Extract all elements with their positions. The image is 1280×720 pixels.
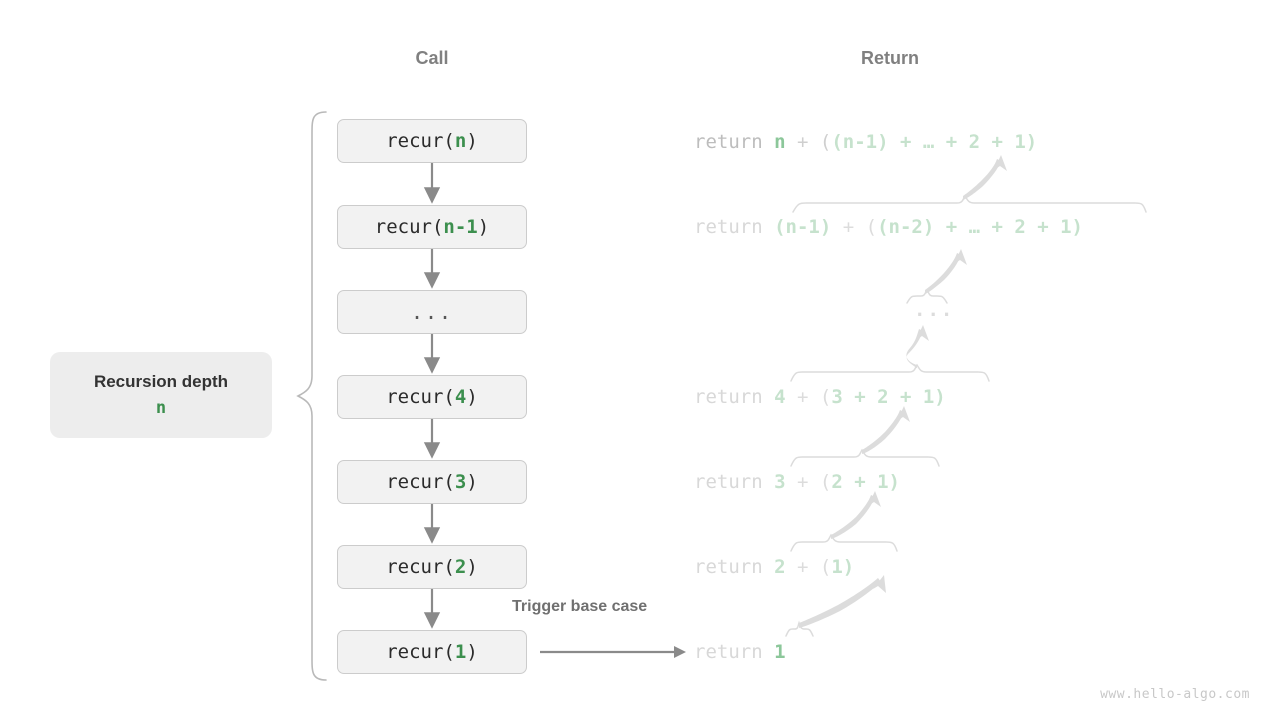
return-arrow-4-head xyxy=(897,406,910,422)
return-line-n-1: return (n-1) + ((n-2) + … + 2 + 1) xyxy=(694,216,1083,238)
recursion-depth-brace xyxy=(296,111,327,681)
trigger-base-case-arrow xyxy=(540,646,686,658)
return-line-4: return 4 + (3 + 2 + 1) xyxy=(694,386,946,408)
call-box-recur-2[interactable]: recur(2) xyxy=(337,545,527,589)
return-arrow-6-head xyxy=(873,575,886,593)
return-arrow-3-head xyxy=(916,325,929,341)
recursion-depth-value: n xyxy=(155,398,167,418)
return-arrow-5 xyxy=(831,495,875,539)
return-arrow-4 xyxy=(862,410,904,454)
return-brace-2 xyxy=(790,533,898,552)
call-box-text: recur(4) xyxy=(386,386,478,408)
return-arrow-3 xyxy=(906,329,923,369)
recursion-depth-label: Recursion depth n xyxy=(50,352,272,438)
return-arrow-2-head xyxy=(954,249,967,265)
return-arrow-5-head xyxy=(868,491,881,507)
call-box-text: recur(2) xyxy=(386,556,478,578)
recursion-depth-title: Recursion depth xyxy=(93,372,229,391)
return-brace-3 xyxy=(790,448,940,467)
return-brace-n-1 xyxy=(792,194,1147,213)
column-header-call: Call xyxy=(415,48,449,68)
return-line-1: return 1 xyxy=(694,641,786,663)
return-arrow-1-head xyxy=(994,155,1007,171)
call-box-text: ... xyxy=(410,300,454,324)
call-box-recur-n-1[interactable]: recur(n-1) xyxy=(337,205,527,249)
column-header-return: Return xyxy=(861,48,919,68)
call-box-text: recur(n-1) xyxy=(374,216,490,238)
return-line-n: return n + ((n-1) + … + 2 + 1) xyxy=(694,131,1038,153)
return-line-2: return 2 + (1) xyxy=(694,556,855,578)
call-box-text: recur(1) xyxy=(386,641,478,663)
call-box-text: recur(n) xyxy=(386,130,478,152)
return-brace-4 xyxy=(790,363,990,382)
call-box-recur-3[interactable]: recur(3) xyxy=(337,460,527,504)
trigger-base-case-label: Trigger base case xyxy=(512,598,648,615)
call-box-recur-1[interactable]: recur(1) xyxy=(337,630,527,674)
watermark: www.hello-algo.com xyxy=(1100,687,1250,702)
return-arrow-1 xyxy=(963,159,1001,200)
return-arrow-6 xyxy=(799,578,881,628)
call-box-text: recur(3) xyxy=(386,471,478,493)
return-line-ellipsis: ... xyxy=(914,299,955,321)
return-line-3: return 3 + (2 + 1) xyxy=(694,471,900,493)
call-box-recur-n[interactable]: recur(n) xyxy=(337,119,527,163)
return-brace-1 xyxy=(785,620,814,637)
return-arrow-2 xyxy=(925,253,961,294)
call-box-ellipsis: ... xyxy=(337,290,527,334)
call-box-recur-4[interactable]: recur(4) xyxy=(337,375,527,419)
